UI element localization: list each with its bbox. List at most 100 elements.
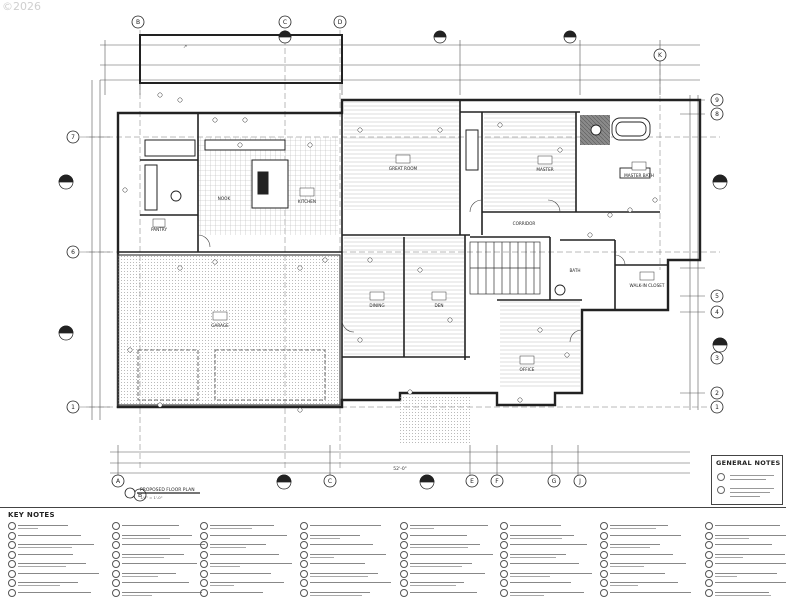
- key-note-bubble: [8, 531, 16, 540]
- key-note-item: [600, 541, 696, 550]
- key-note-item: [500, 522, 596, 531]
- room-label-nook: NOOK: [218, 196, 231, 201]
- key-note-bubble: [200, 531, 208, 540]
- key-note-item: [300, 579, 396, 588]
- key-note-bubble: [500, 588, 508, 597]
- key-note-bubble: [600, 560, 608, 568]
- key-note-item: [112, 541, 208, 550]
- key-note-text-line: [715, 537, 749, 539]
- key-note-item: [112, 588, 208, 598]
- grid-bubbles-bottom: A B C E F G J: [111, 474, 587, 502]
- grid-label-7-left: 7: [71, 134, 75, 141]
- key-note-text-line: [310, 537, 340, 539]
- key-note-item: [705, 550, 786, 560]
- key-note-text-line: [410, 582, 464, 583]
- key-note-text-line: [210, 544, 266, 545]
- grid-label-k-top: K: [658, 52, 663, 59]
- key-note-item: [200, 579, 296, 588]
- key-note-item: [500, 588, 596, 598]
- key-note-item: [112, 560, 208, 569]
- key-note-item: [705, 522, 786, 531]
- stairs: [469, 241, 541, 295]
- key-note-item: [300, 531, 396, 541]
- key-note-text-line: [510, 575, 550, 577]
- key-note-text-line: [310, 556, 334, 558]
- left-dimension-lines: [86, 80, 110, 420]
- key-note-item: [600, 560, 696, 569]
- key-note-item: [705, 560, 786, 569]
- key-note-item: [400, 531, 496, 541]
- key-note-text-line: [18, 582, 78, 583]
- grid-label-8-right: 8: [715, 111, 719, 118]
- key-note-item: [200, 588, 296, 598]
- key-note-text-line: [122, 563, 197, 564]
- key-note-text-line: [410, 534, 467, 536]
- key-note-text-line: [715, 525, 780, 526]
- door-swings: [197, 199, 626, 343]
- key-notes-panel: KEY NOTES: [0, 507, 786, 601]
- key-note-bubble: [705, 541, 713, 549]
- general-notes-box: GENERAL NOTES: [711, 455, 783, 505]
- key-note-text-line: [310, 544, 373, 545]
- copyright-watermark: ©2026: [2, 0, 41, 13]
- key-note-bubble: [300, 522, 308, 530]
- key-note-item: [705, 541, 786, 550]
- room-label-master: MASTER: [536, 167, 553, 172]
- key-note-bubble: [8, 541, 16, 549]
- key-note-item: [8, 569, 104, 579]
- grid-label-g-bottom: G: [552, 478, 557, 485]
- key-note-text-line: [122, 594, 152, 596]
- key-note-bubble: [8, 588, 16, 597]
- key-note-bubble: [8, 560, 16, 568]
- drawing-scale: 1/4" = 1'-0": [140, 495, 163, 500]
- key-note-item: [600, 588, 696, 598]
- key-note-text-line: [715, 534, 786, 536]
- key-note-bubble: [112, 569, 120, 578]
- grid-label-3-right: 3: [715, 355, 719, 362]
- key-note-item: [500, 550, 596, 560]
- key-note-text-line: [210, 591, 263, 593]
- key-note-bubble: [600, 541, 608, 549]
- grid-label-e-bottom: E: [470, 478, 474, 485]
- key-note-bubble: [112, 550, 120, 559]
- key-note-bubble: [112, 560, 120, 568]
- key-note-item: [400, 579, 496, 588]
- key-note-bubble: [400, 522, 408, 530]
- grid-label-f-bottom: F: [495, 478, 499, 485]
- grid-label-5-right: 5: [715, 293, 719, 300]
- key-note-bubble: [400, 531, 408, 540]
- bath-fixtures: [170, 117, 651, 296]
- garage-floor: [118, 255, 340, 405]
- key-note-text-line: [715, 563, 786, 564]
- general-note-bubble: [717, 486, 725, 494]
- top-dimension-lines: [100, 40, 700, 95]
- key-note-item: [705, 531, 786, 541]
- key-note-bubble: [112, 588, 120, 597]
- key-note-item: [300, 588, 396, 598]
- room-label-great-room: GREAT ROOM: [389, 166, 418, 171]
- key-note-text-line: [510, 525, 561, 526]
- key-note-text-line: [715, 556, 743, 558]
- key-note-item: [112, 579, 208, 588]
- key-note-bubble: [8, 550, 16, 559]
- room-label-corridor: CORRIDOR: [513, 221, 536, 226]
- grid-label-1-left: 1: [71, 404, 75, 411]
- bottom-dimension-lines: [110, 445, 690, 480]
- key-note-item: [400, 522, 496, 531]
- key-note-text-line: [510, 553, 566, 555]
- key-note-bubble: [600, 588, 608, 597]
- key-note-text-line: [715, 594, 771, 596]
- key-note-text-line: [310, 563, 365, 564]
- key-note-text-line: [122, 591, 202, 593]
- key-note-text-line: [210, 566, 240, 567]
- room-label-den: DEN: [434, 303, 443, 308]
- key-note-text-line: [18, 572, 99, 574]
- key-note-bubble: [500, 550, 508, 559]
- key-note-text-line: [18, 544, 94, 545]
- key-note-item: [200, 569, 296, 579]
- grid-label-9-right: 9: [715, 97, 719, 104]
- key-note-text-line: [18, 534, 81, 536]
- key-note-text-line: [122, 582, 189, 583]
- key-note-text-line: [18, 591, 91, 593]
- key-note-bubble: [200, 588, 208, 597]
